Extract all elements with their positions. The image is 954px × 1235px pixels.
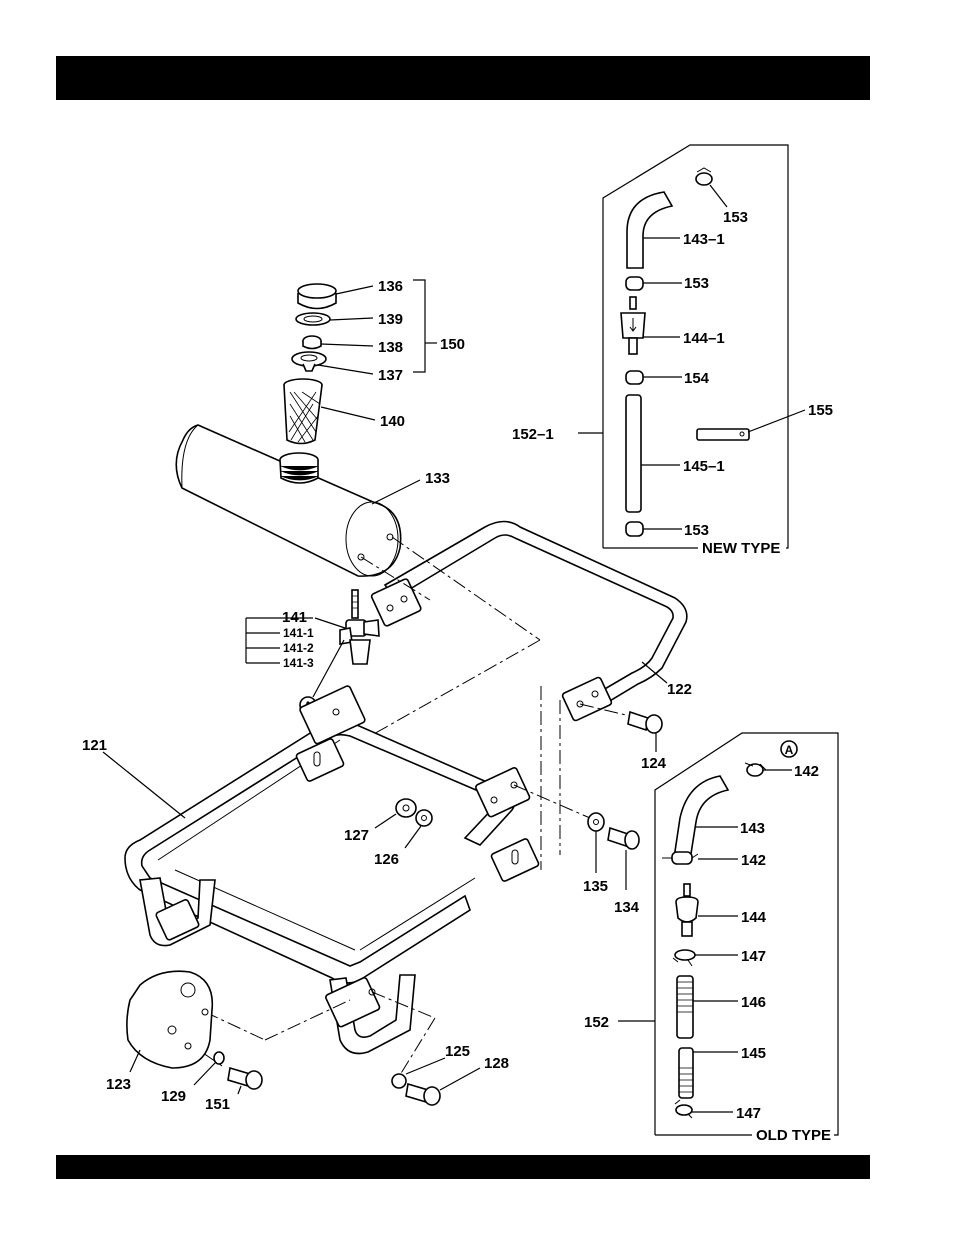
hose-clamp-142-top bbox=[745, 763, 792, 776]
plug-138 bbox=[303, 336, 373, 349]
clip-155 bbox=[697, 410, 805, 440]
label-153-bottom: 153 bbox=[684, 522, 709, 539]
fuel-hose-143-1 bbox=[627, 192, 680, 268]
gasket-139 bbox=[296, 313, 373, 325]
old-type-label: OLD TYPE bbox=[756, 1127, 831, 1144]
label-124: 124 bbox=[641, 755, 667, 772]
fuel-filter-144-1 bbox=[621, 297, 680, 354]
fuel-hose-145 bbox=[679, 1048, 738, 1098]
label-143: 143 bbox=[740, 820, 765, 837]
fuel-tank-133 bbox=[176, 425, 420, 576]
label-147-upper: 147 bbox=[741, 948, 766, 965]
callout-a-old: A bbox=[781, 741, 797, 757]
fuel-filter-144 bbox=[676, 884, 738, 936]
label-143-1: 143–1 bbox=[683, 231, 725, 248]
label-153-mid: 153 bbox=[684, 275, 709, 292]
hose-clamp-154 bbox=[626, 371, 682, 384]
label-126: 126 bbox=[374, 851, 399, 868]
label-136: 136 bbox=[378, 278, 403, 295]
hose-clamp-147-upper bbox=[673, 950, 738, 966]
fuel-hose-143 bbox=[674, 776, 738, 860]
bolt-151 bbox=[228, 1068, 262, 1094]
label-144: 144 bbox=[741, 909, 767, 926]
strainer-cap-137 bbox=[292, 352, 373, 374]
fuel-cap-136 bbox=[298, 284, 373, 309]
label-141-1: 141-1 bbox=[283, 626, 314, 640]
label-140: 140 bbox=[380, 413, 405, 430]
washer-135 bbox=[588, 813, 604, 873]
label-145-1: 145–1 bbox=[683, 458, 725, 475]
label-134: 134 bbox=[614, 899, 640, 916]
label-121: 121 bbox=[82, 737, 107, 754]
fuel-hose-146 bbox=[677, 976, 738, 1038]
label-123: 123 bbox=[106, 1076, 131, 1093]
label-152-1: 152–1 bbox=[512, 426, 554, 443]
hose-clamp-153-top bbox=[696, 168, 727, 207]
label-153-top: 153 bbox=[723, 209, 748, 226]
label-142-top: 142 bbox=[794, 763, 819, 780]
hose-clamp-153-bottom bbox=[626, 522, 682, 536]
svg-text:A: A bbox=[785, 743, 794, 757]
label-141-2: 141-2 bbox=[283, 641, 314, 655]
label-128: 128 bbox=[484, 1055, 509, 1072]
label-152: 152 bbox=[584, 1014, 609, 1031]
label-147-bottom: 147 bbox=[736, 1105, 761, 1122]
hose-clamp-153-mid bbox=[626, 277, 682, 290]
label-122: 122 bbox=[667, 681, 692, 698]
label-125: 125 bbox=[445, 1043, 470, 1060]
bolt-134 bbox=[608, 828, 639, 890]
handle-122 bbox=[371, 522, 687, 722]
fuel-strainer-140 bbox=[284, 379, 375, 444]
muffler-123 bbox=[127, 971, 212, 1072]
hose-clamp-142-lower bbox=[662, 852, 738, 864]
label-144-1: 144–1 bbox=[683, 330, 725, 347]
label-138: 138 bbox=[378, 339, 403, 356]
new-type-label: NEW TYPE bbox=[702, 540, 780, 557]
label-150: 150 bbox=[440, 336, 465, 353]
bolt-124 bbox=[628, 712, 662, 752]
label-141: 141 bbox=[282, 609, 307, 626]
label-154: 154 bbox=[684, 370, 710, 387]
label-135: 135 bbox=[583, 878, 608, 895]
fuel-hose-145-1 bbox=[626, 395, 680, 512]
label-129: 129 bbox=[161, 1088, 186, 1105]
label-137: 137 bbox=[378, 367, 403, 384]
label-142-lower: 142 bbox=[741, 852, 766, 869]
nut-127 bbox=[375, 799, 416, 828]
hose-clamp-147-bottom bbox=[675, 1100, 733, 1118]
label-151: 151 bbox=[205, 1096, 230, 1113]
washer-125 bbox=[392, 1058, 445, 1088]
label-145: 145 bbox=[741, 1045, 766, 1062]
label-141-3: 141-3 bbox=[283, 656, 314, 670]
label-155: 155 bbox=[808, 402, 833, 419]
label-146: 146 bbox=[741, 994, 766, 1011]
label-139: 139 bbox=[378, 311, 403, 328]
label-127: 127 bbox=[344, 827, 369, 844]
bolt-128 bbox=[406, 1068, 480, 1105]
label-133: 133 bbox=[425, 470, 450, 487]
bracket-150 bbox=[413, 280, 437, 372]
